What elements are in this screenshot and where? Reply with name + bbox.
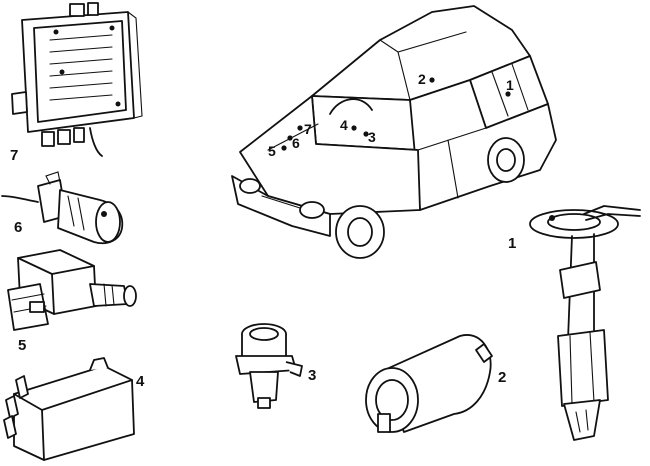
callout-3: 3 — [308, 367, 316, 384]
callout-4: 4 — [136, 373, 145, 390]
car-marker-3: 3 — [368, 129, 376, 145]
valve-component — [1, 171, 124, 245]
car-marker-2: 2 — [418, 71, 426, 87]
fuel-pump-assembly — [529, 205, 641, 441]
fuel-filter — [365, 334, 493, 433]
car-marker-1: 1 — [506, 77, 514, 93]
callout-7: 7 — [10, 147, 18, 164]
solenoid-valve — [7, 249, 137, 331]
relay-box — [3, 357, 135, 461]
car-marker-7: 7 — [304, 121, 312, 137]
car-marker-6: 6 — [292, 135, 300, 151]
car-marker-4: 4 — [340, 117, 348, 133]
sensor-component — [235, 323, 303, 409]
ecu-unit — [11, 2, 143, 157]
callout-6: 6 — [14, 219, 22, 236]
callout-5: 5 — [18, 337, 26, 354]
vehicle-illustration — [231, 5, 557, 259]
callout-2: 2 — [498, 369, 506, 386]
car-marker-5: 5 — [268, 143, 276, 159]
callout-1: 1 — [508, 235, 516, 252]
